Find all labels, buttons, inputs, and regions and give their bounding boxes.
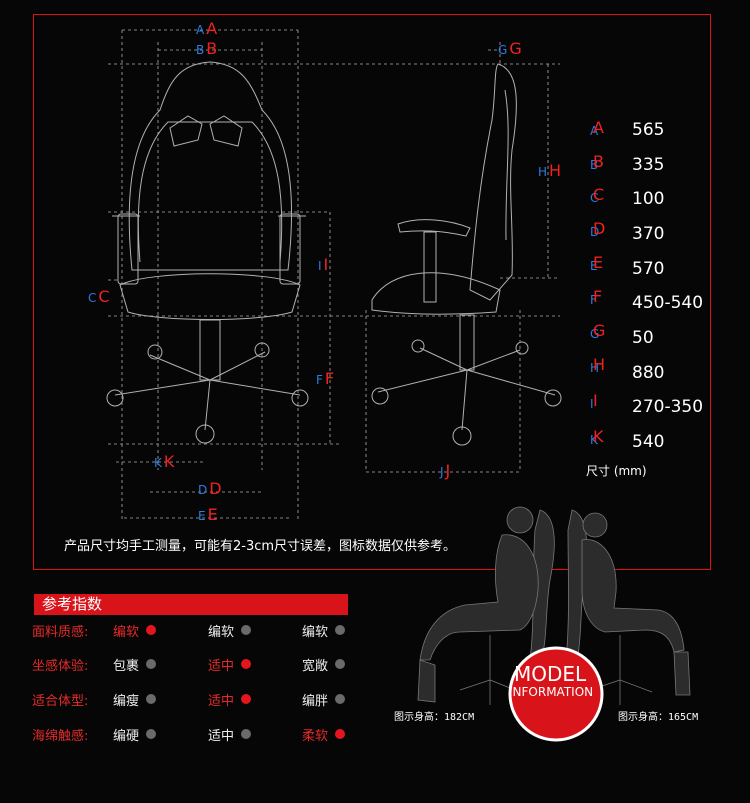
- caption-right: 图示身高：165CM: [618, 712, 699, 723]
- dot-foam-2: [241, 729, 251, 739]
- row-label-body: 适合体型:: [32, 694, 89, 709]
- spec-value-h: 880: [632, 363, 665, 383]
- model-badge-line1: MODEL: [514, 662, 587, 686]
- option-body-1: 编瘦: [113, 694, 140, 709]
- option-fabric-3: 编软: [302, 625, 329, 640]
- spec-value-k: 540: [632, 432, 665, 452]
- measurement-note: 产品尺寸均手工测量，可能有2-3cm尺寸误差，图标数据仅供参考。: [64, 539, 457, 554]
- dot-foam-3: [335, 729, 345, 739]
- dot-fabric-3: [335, 625, 345, 635]
- caption-left: 图示身高：182CM: [394, 712, 475, 723]
- dot-body-3: [335, 694, 345, 704]
- dot-fabric-2: [241, 625, 251, 635]
- option-seating-2: 适中: [208, 659, 235, 674]
- spec-value-e: 570: [632, 259, 665, 279]
- option-foam-2: 适中: [208, 729, 235, 744]
- dot-seating-2: [241, 659, 251, 669]
- option-foam-3: 柔软: [302, 729, 329, 744]
- spec-value-f: 450-540: [632, 293, 704, 313]
- option-fabric-2: 编软: [208, 625, 235, 640]
- spec-value-g: 50: [632, 328, 654, 348]
- dot-body-1: [146, 694, 156, 704]
- model-badge: [508, 646, 604, 742]
- reference-title: 参考指数: [34, 594, 348, 615]
- option-seating-3: 宽敞: [302, 659, 329, 674]
- option-seating-1: 包裹: [113, 659, 140, 674]
- option-fabric-1: 编软: [113, 625, 140, 640]
- dot-fabric-1: [146, 625, 156, 635]
- dot-seating-3: [335, 659, 345, 669]
- spec-value-d: 370: [632, 224, 665, 244]
- row-label-seating: 坐感体验:: [32, 659, 89, 674]
- spec-value-b: 335: [632, 155, 665, 175]
- row-label-fabric: 面料质感:: [32, 625, 89, 640]
- option-body-3: 编胖: [302, 694, 329, 709]
- dot-foam-1: [146, 729, 156, 739]
- model-badge-line2: INFORMATION: [509, 685, 594, 699]
- spec-frame: [33, 14, 711, 570]
- spec-value-c: 100: [632, 189, 665, 209]
- option-body-2: 适中: [208, 694, 235, 709]
- spec-value-i: 270-350: [632, 397, 704, 417]
- dot-seating-1: [146, 659, 156, 669]
- option-foam-1: 编硬: [113, 729, 140, 744]
- dot-body-2: [241, 694, 251, 704]
- row-label-foam: 海绵触感:: [32, 729, 89, 744]
- unit-label: 尺寸 (mm): [586, 464, 647, 478]
- model-illustration: [417, 506, 691, 705]
- spec-value-a: 565: [632, 120, 665, 140]
